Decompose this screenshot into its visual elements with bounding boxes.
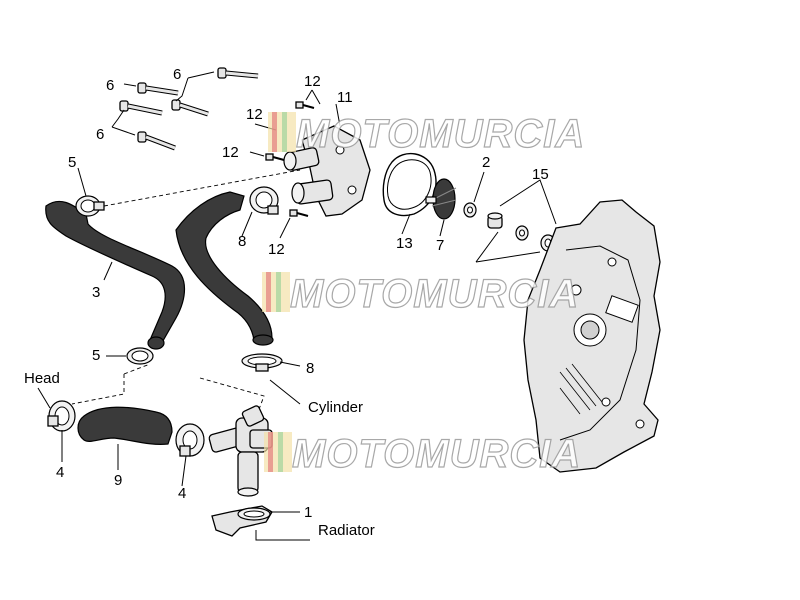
bolt bbox=[119, 100, 163, 116]
hose-8-middle bbox=[175, 191, 273, 341]
clamp-8-upper bbox=[249, 186, 279, 215]
bolt bbox=[137, 82, 179, 96]
hose-9 bbox=[77, 406, 173, 445]
callout-3: 3 bbox=[92, 284, 100, 301]
bolts-6 bbox=[111, 67, 259, 151]
crankcase-ribbing bbox=[559, 363, 603, 415]
label-head: Head bbox=[24, 370, 60, 387]
watermark-middle: MOTOMURCIA bbox=[262, 271, 579, 317]
impeller-7 bbox=[425, 178, 457, 220]
label-cylinder: Cylinder bbox=[308, 399, 363, 416]
callout-11: 11 bbox=[337, 89, 353, 106]
watermark-bottom: MOTOMURCIA bbox=[264, 431, 581, 477]
svg-text:MOTOMURCIA: MOTOMURCIA bbox=[290, 272, 579, 316]
clamp-5-top bbox=[75, 195, 105, 217]
gasket-13 bbox=[382, 152, 437, 217]
callout-4: 4 bbox=[178, 485, 186, 502]
callout-13: 13 bbox=[396, 235, 413, 252]
thermostat-housing bbox=[208, 405, 273, 497]
callout-12: 12 bbox=[268, 241, 285, 258]
callout-5: 5 bbox=[92, 347, 100, 364]
callout-2: 2 bbox=[482, 154, 490, 171]
watermark-top: MOTOMURCIA bbox=[268, 111, 585, 157]
callout-1: 1 bbox=[304, 504, 312, 521]
callout-7: 7 bbox=[436, 237, 444, 254]
clamp-8-lower bbox=[241, 353, 283, 372]
clamp-5-bottom bbox=[126, 347, 154, 365]
bolt bbox=[137, 131, 176, 151]
crankcase-cover bbox=[523, 199, 661, 473]
clamp-4-right bbox=[175, 423, 205, 457]
mounting-bracket-1 bbox=[211, 505, 273, 537]
callout-8: 8 bbox=[238, 233, 246, 250]
callout-4: 4 bbox=[56, 464, 64, 481]
svg-text:MOTOMURCIA: MOTOMURCIA bbox=[296, 112, 585, 156]
svg-text:MOTOMURCIA: MOTOMURCIA bbox=[292, 432, 581, 476]
callout-9: 9 bbox=[114, 472, 122, 489]
bolt bbox=[171, 99, 209, 117]
hose-3 bbox=[45, 200, 185, 347]
callout-15: 15 bbox=[532, 166, 549, 183]
callout-6: 6 bbox=[106, 77, 114, 94]
callout-12: 12 bbox=[304, 73, 321, 90]
bolt bbox=[217, 67, 259, 79]
callout-5: 5 bbox=[68, 154, 76, 171]
clamp-4-head bbox=[47, 400, 76, 432]
callout-12: 12 bbox=[246, 106, 263, 123]
washer-2 bbox=[463, 202, 477, 218]
label-radiator: Radiator bbox=[318, 522, 375, 539]
callout-6: 6 bbox=[173, 66, 181, 83]
seal-group-15 bbox=[475, 179, 557, 263]
callout-6: 6 bbox=[96, 126, 104, 143]
pump-cover-11 bbox=[283, 125, 371, 217]
callout-12: 12 bbox=[222, 144, 239, 161]
callout-8: 8 bbox=[306, 360, 314, 377]
